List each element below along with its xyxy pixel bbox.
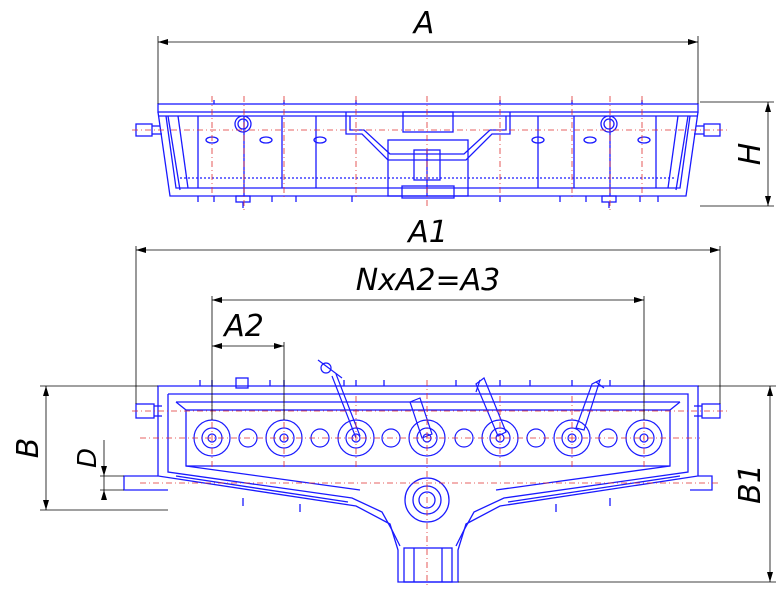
plan-view-outer-outline (157, 385, 699, 583)
dimension-lines (40, 36, 776, 583)
plan-view-outlet (403, 547, 453, 583)
dimension-label-b1: B1 (733, 464, 768, 504)
plan-view-left-arm (123, 475, 168, 491)
lever-bracket (575, 378, 602, 431)
dimension-label-a2: A2 (222, 309, 264, 344)
dimension-label-b: B (11, 438, 46, 459)
lever-handle (331, 375, 357, 439)
plan-view-centerlines (132, 380, 728, 588)
side-view-center-window (402, 111, 454, 133)
side-view-centerlines (132, 96, 728, 210)
plan-view (123, 377, 721, 583)
lever-bracket (475, 377, 507, 437)
side-view-top-flange (157, 103, 699, 113)
dimension-label-a: A (412, 6, 435, 41)
dimension-label-h: H (733, 143, 768, 166)
side-view-lift-hole-right (600, 115, 618, 133)
dimension-arrows (43, 39, 773, 582)
plan-view-center-hub (404, 477, 450, 523)
side-view (135, 100, 721, 208)
lever-bracket (409, 397, 433, 439)
dimension-label-a1: A1 (406, 215, 448, 250)
dimension-label-d: D (73, 448, 103, 468)
side-view-lift-hole-left (234, 115, 252, 133)
plan-view-levers (317, 359, 605, 439)
dimension-label-a3-formula: NxA2=A3 (356, 263, 501, 298)
